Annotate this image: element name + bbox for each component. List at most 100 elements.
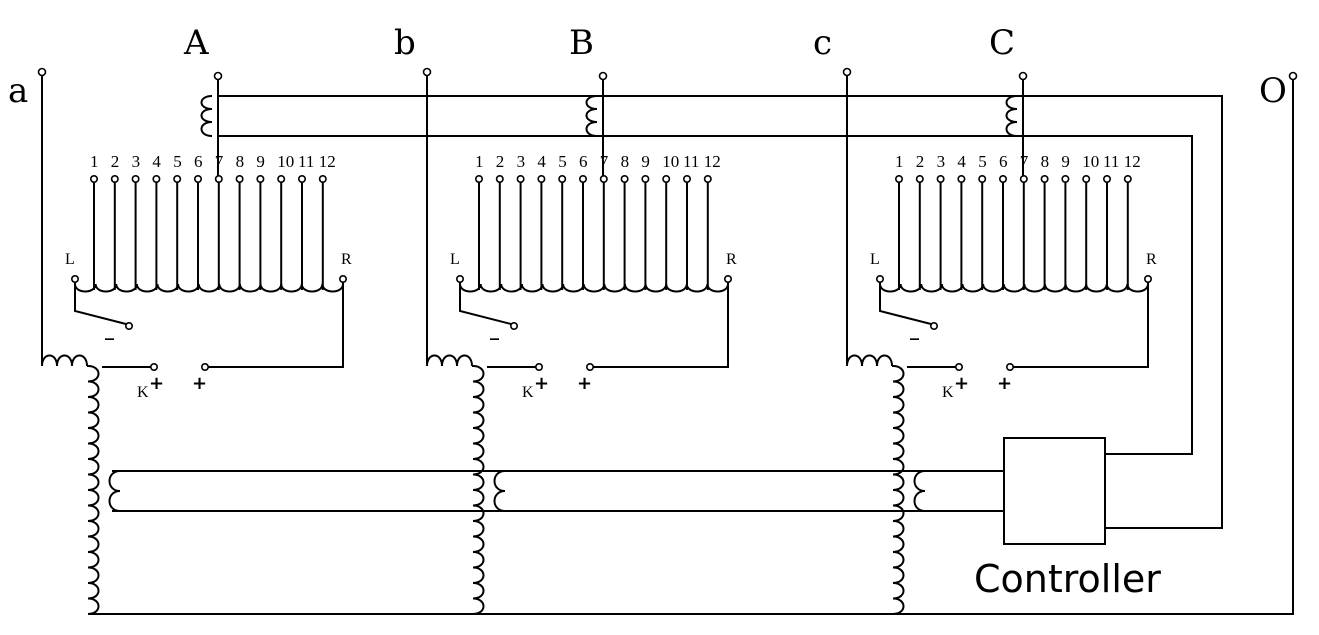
tap-terminal-b-10 bbox=[662, 175, 671, 184]
switch-label-R-b: R bbox=[726, 251, 737, 268]
tap-terminal-c-3 bbox=[936, 175, 945, 184]
terminal-R-c bbox=[1144, 274, 1153, 283]
tap-label-b-2: 2 bbox=[496, 152, 505, 171]
corner-coil-a bbox=[41, 354, 88, 367]
tap-label-a-5: 5 bbox=[173, 152, 182, 171]
bus-coil-c bbox=[913, 470, 926, 512]
tap-label-c-1: 1 bbox=[895, 152, 904, 171]
tap-label-c-12: 12 bbox=[1124, 152, 1141, 171]
tap-terminal-a-7 bbox=[214, 175, 223, 184]
terminal-A-node bbox=[213, 71, 223, 81]
terminal-label-O: O bbox=[1259, 71, 1287, 111]
tap-winding-a bbox=[74, 283, 344, 293]
r-contact-a bbox=[201, 362, 210, 371]
bus-coil-b bbox=[493, 470, 506, 512]
terminal-label-c: c bbox=[813, 23, 832, 63]
terminal-label-b: b bbox=[394, 23, 416, 63]
tap-terminal-c-5 bbox=[978, 175, 987, 184]
tap-terminal-c-1 bbox=[894, 175, 903, 184]
switch-label-L-c: L bbox=[870, 251, 880, 268]
switch-arm-c bbox=[879, 282, 932, 325]
tap-label-c-11: 11 bbox=[1103, 152, 1119, 171]
tap-label-a-9: 9 bbox=[256, 152, 265, 171]
tap-label-a-11: 11 bbox=[298, 152, 314, 171]
terminal-L-a bbox=[71, 274, 80, 283]
plus-sign-k-b: + bbox=[534, 373, 549, 394]
tap-terminal-a-12 bbox=[318, 175, 327, 184]
terminal-L-b bbox=[455, 274, 464, 283]
r-lead-c bbox=[1012, 282, 1149, 368]
neutral-line bbox=[88, 78, 1294, 615]
tap-label-b-11: 11 bbox=[683, 152, 699, 171]
tap-terminal-a-3 bbox=[131, 175, 140, 184]
tap-terminal-a-6 bbox=[194, 175, 203, 184]
r-lead-b bbox=[592, 282, 729, 368]
static-wiring: a A b B c C O Controller bbox=[8, 23, 1298, 615]
minus-sign-b: _ bbox=[490, 320, 499, 341]
switch-label-L-a: L bbox=[65, 251, 75, 268]
terminal-c-node bbox=[842, 67, 852, 77]
controller-box bbox=[1003, 437, 1106, 545]
tap-terminal-a-8 bbox=[235, 175, 244, 184]
controller-label: Controller bbox=[974, 557, 1161, 601]
plus-sign-k-c: + bbox=[954, 373, 969, 394]
tap-terminal-b-6 bbox=[578, 175, 587, 184]
plus-sign-r-b: + bbox=[577, 373, 592, 394]
tap-label-c-9: 9 bbox=[1061, 152, 1070, 171]
tap-terminal-a-1 bbox=[90, 175, 99, 184]
tap-terminal-b-2 bbox=[495, 175, 504, 184]
tap-label-a-10: 10 bbox=[277, 152, 294, 171]
switch-contact-c bbox=[929, 321, 938, 330]
tap-terminal-a-10 bbox=[277, 175, 286, 184]
tap-terminal-a-11 bbox=[297, 175, 306, 184]
main-winding-b bbox=[472, 365, 485, 615]
tap-terminal-c-9 bbox=[1061, 175, 1070, 184]
terminal-C-node bbox=[1018, 71, 1028, 81]
upper-bus-wire-2 bbox=[218, 135, 1193, 455]
terminal-B-node bbox=[598, 71, 608, 81]
tap-label-a-3: 3 bbox=[132, 152, 141, 171]
switch-label-L-b: L bbox=[450, 251, 460, 268]
tap-terminal-c-11 bbox=[1103, 175, 1112, 184]
bus-coil-a bbox=[108, 470, 121, 512]
tap-label-a-6: 6 bbox=[194, 152, 203, 171]
tap-label-a-7: 7 bbox=[215, 152, 224, 171]
tap-label-c-8: 8 bbox=[1041, 152, 1050, 171]
terminal-b-node bbox=[422, 67, 432, 77]
upper-coil-c bbox=[1005, 95, 1018, 137]
tap-terminal-c-6 bbox=[998, 175, 1007, 184]
main-winding-a bbox=[87, 365, 100, 615]
plus-sign-r-c: + bbox=[997, 373, 1012, 394]
tap-terminal-c-4 bbox=[957, 175, 966, 184]
tap-terminal-c-10 bbox=[1082, 175, 1091, 184]
tap-terminal-a-2 bbox=[110, 175, 119, 184]
tap-terminal-c-2 bbox=[915, 175, 924, 184]
tap-terminal-c-7 bbox=[1019, 175, 1028, 184]
switch-contact-b bbox=[509, 321, 518, 330]
tap-label-b-3: 3 bbox=[517, 152, 526, 171]
minus-sign-c: _ bbox=[910, 320, 919, 341]
terminal-label-A: A bbox=[183, 23, 209, 63]
tap-label-c-2: 2 bbox=[916, 152, 925, 171]
corner-coil-b bbox=[426, 354, 473, 367]
k-label-c: K bbox=[942, 384, 954, 401]
tap-label-b-7: 7 bbox=[600, 152, 609, 171]
switch-arm-b bbox=[459, 282, 512, 325]
tap-label-b-10: 10 bbox=[662, 152, 679, 171]
tap-terminal-a-4 bbox=[152, 175, 161, 184]
r-contact-c bbox=[1005, 362, 1014, 371]
tap-terminal-b-9 bbox=[641, 175, 650, 184]
terminal-R-a bbox=[338, 274, 347, 283]
main-winding-c bbox=[892, 365, 905, 615]
plus-sign-k-a: + bbox=[149, 373, 164, 394]
tap-label-a-4: 4 bbox=[152, 152, 161, 171]
upper-coil-b bbox=[585, 95, 598, 137]
tap-label-a-2: 2 bbox=[111, 152, 120, 171]
upper-coil-a bbox=[200, 95, 213, 137]
tap-terminal-b-11 bbox=[682, 175, 691, 184]
terminal-O-node bbox=[1288, 71, 1298, 81]
tap-terminal-c-12 bbox=[1123, 175, 1132, 184]
tap-label-c-4: 4 bbox=[957, 152, 966, 171]
upper-bus-wire-1 bbox=[218, 95, 1223, 529]
